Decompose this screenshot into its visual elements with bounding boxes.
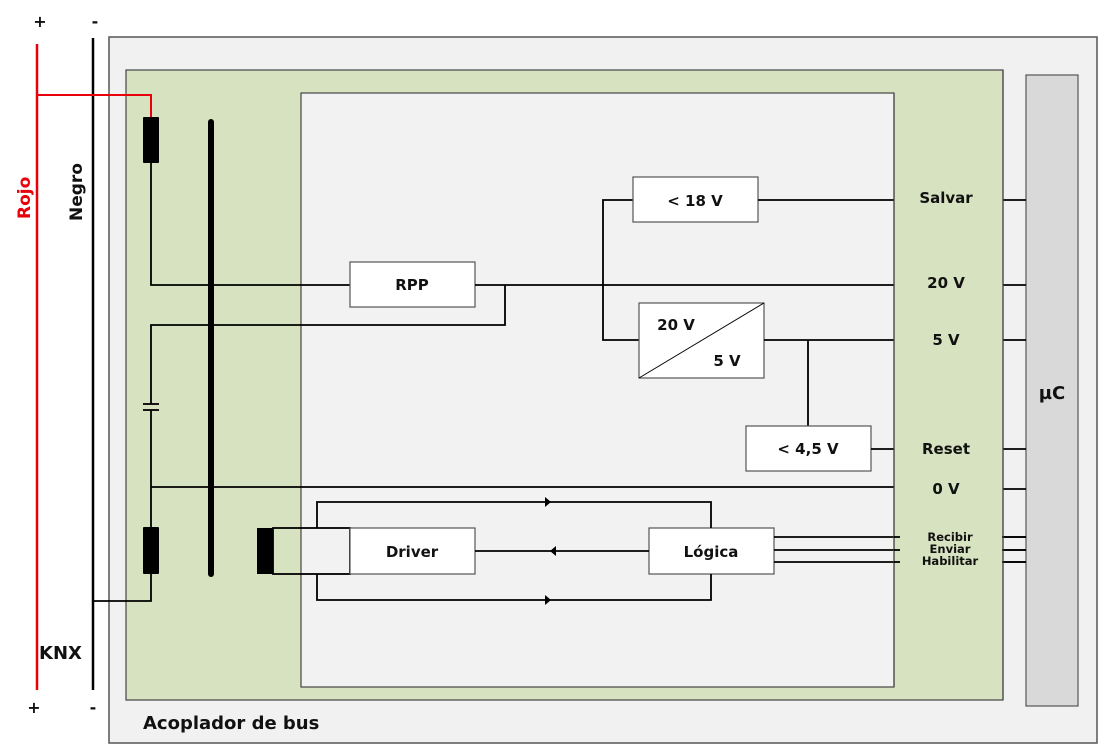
driver-choke [257,528,273,574]
driver-label: Driver [386,543,439,561]
rpp-label: RPP [395,276,429,294]
signal-5v: 5 V [932,331,960,349]
signal-salvar: Salvar [919,189,973,207]
signal-habilitar: Habilitar [922,554,979,568]
inner-box [300,92,895,688]
rpp-feedback-line [150,285,506,404]
choke-to-rpp-line [150,163,350,286]
plus-top: + [33,12,46,31]
converter-out-label: 5 V [713,352,741,370]
top-arrow-icon [545,497,551,507]
top-signal-loop [316,501,712,528]
signal-20v: 20 V [927,274,965,292]
logica-label: Lógica [684,543,739,561]
signal-reset: Reset [922,440,970,458]
red-wire-label: Rojo [15,177,35,219]
driver-block [349,527,476,575]
lt45-block [745,425,872,472]
red-feed-line [37,94,152,117]
signal-recibir: Recibir [927,530,973,544]
interface-column [895,150,1002,580]
bottom-choke-return [93,574,152,602]
top-choke [143,117,159,163]
minus-bottom: - [90,698,97,717]
minus-top: - [92,12,99,31]
plus-bottom: + [27,698,40,717]
middle-arrow-icon [550,546,556,556]
converter-in-label: 20 V [657,316,695,334]
black-wire-label: Negro [67,163,87,221]
bottom-arrow-icon [545,595,551,605]
signal-enviar: Enviar [930,542,971,556]
converter-diagonal [638,302,765,379]
lt18-input-line [602,199,639,341]
logica-block [648,527,775,575]
lt18-block [632,176,759,223]
mcu-label: µC [1039,383,1065,404]
diagram-title: Acoplador de bus [143,713,319,734]
signal-0v: 0 V [932,480,960,498]
knx-label: KNX [39,643,82,664]
bottom-choke [143,527,159,574]
lt45-label: < 4,5 V [777,440,839,458]
lt18-label: < 18 V [667,192,723,210]
bottom-signal-loop [316,574,712,601]
mcu-box [1025,74,1079,707]
